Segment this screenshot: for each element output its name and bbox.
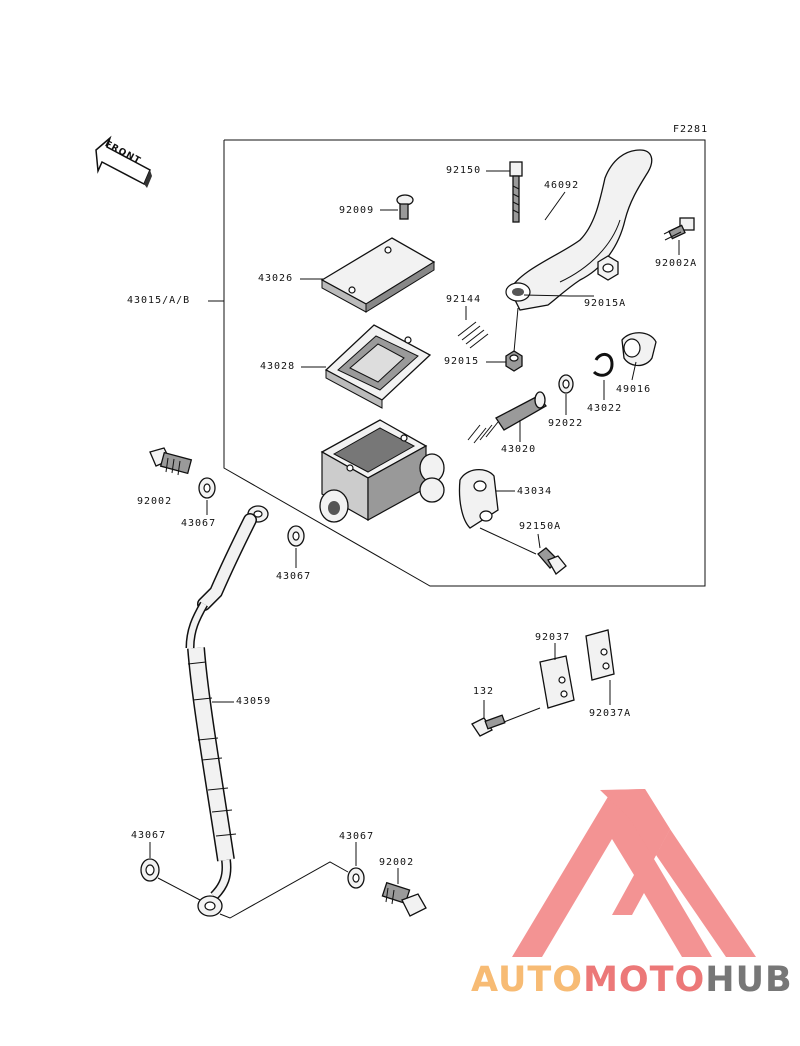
washer-43067-c [140, 858, 160, 882]
washer-43067-d [347, 867, 365, 889]
bolt-132 [471, 714, 506, 737]
bolt-92002-top [149, 447, 193, 476]
cap-43026 [320, 237, 436, 313]
watermark-auto: AUTO [471, 960, 584, 1000]
screw-92009 [396, 194, 414, 220]
spring-92144 [457, 321, 489, 349]
watermark-moto: MOTO [583, 960, 706, 1000]
part-label-92022: 92022 [548, 418, 584, 429]
nut-92015A [597, 255, 619, 281]
part-label-49016: 49016 [616, 384, 652, 395]
watermark-text: AUTOMOTOHUB [471, 960, 793, 1000]
guide-92037A [585, 629, 615, 681]
bolt-92002-bottom [381, 881, 427, 917]
bolt-92150 [509, 161, 523, 223]
diagram-code: F2281 [673, 124, 709, 135]
watermark-hub: HUB [705, 960, 793, 1000]
part-label-92002-bottom: 92002 [379, 857, 415, 868]
part-label-43067-c: 43067 [131, 830, 167, 841]
bolt-92150A [537, 547, 567, 575]
diaphragm-43028 [324, 324, 432, 409]
logo-triangle-icon [512, 789, 756, 957]
washer-92022 [558, 374, 574, 394]
lever-46092 [505, 149, 653, 311]
part-label-43034: 43034 [517, 486, 553, 497]
nut-92015 [505, 350, 523, 372]
part-label-43067-a: 43067 [181, 518, 217, 529]
part-label-92002A: 92002A [655, 258, 698, 269]
part-label-92150A: 92150A [519, 521, 562, 532]
front-arrow-icon [95, 135, 152, 188]
part-label-132: 132 [473, 686, 495, 697]
part-label-92015: 92015 [444, 356, 480, 367]
part-label-92015A: 92015A [584, 298, 627, 309]
part-label-43067-d: 43067 [339, 831, 375, 842]
master-cylinder-body [319, 419, 445, 523]
part-label-43067-b: 43067 [276, 571, 312, 582]
boot-49016 [621, 332, 657, 367]
washer-43067-b [287, 525, 305, 547]
part-label-43022: 43022 [587, 403, 623, 414]
clamp-43034 [458, 469, 499, 529]
part-label-92037: 92037 [535, 632, 571, 643]
brake-hose-43059 [185, 505, 269, 917]
part-label-46092: 46092 [544, 180, 580, 191]
part-label-43015: 43015/A/B [127, 295, 191, 306]
part-label-43020: 43020 [501, 444, 537, 455]
part-label-92144: 92144 [446, 294, 482, 305]
part-label-43028: 43028 [260, 361, 296, 372]
part-label-92150: 92150 [446, 165, 482, 176]
part-label-92002-top: 92002 [137, 496, 173, 507]
piston-43020 [467, 391, 547, 444]
leader-lines [149, 170, 680, 919]
guide-92037 [539, 655, 575, 709]
bolt-92002A [663, 217, 695, 241]
part-label-43059: 43059 [236, 696, 272, 707]
part-label-92037A: 92037A [589, 708, 632, 719]
part-label-92009: 92009 [339, 205, 375, 216]
automotohub-logo [512, 789, 756, 957]
washer-43067-a [198, 477, 216, 499]
circlip-43022 [592, 353, 614, 377]
part-label-43026: 43026 [258, 273, 294, 284]
assembly-frame [223, 139, 706, 587]
